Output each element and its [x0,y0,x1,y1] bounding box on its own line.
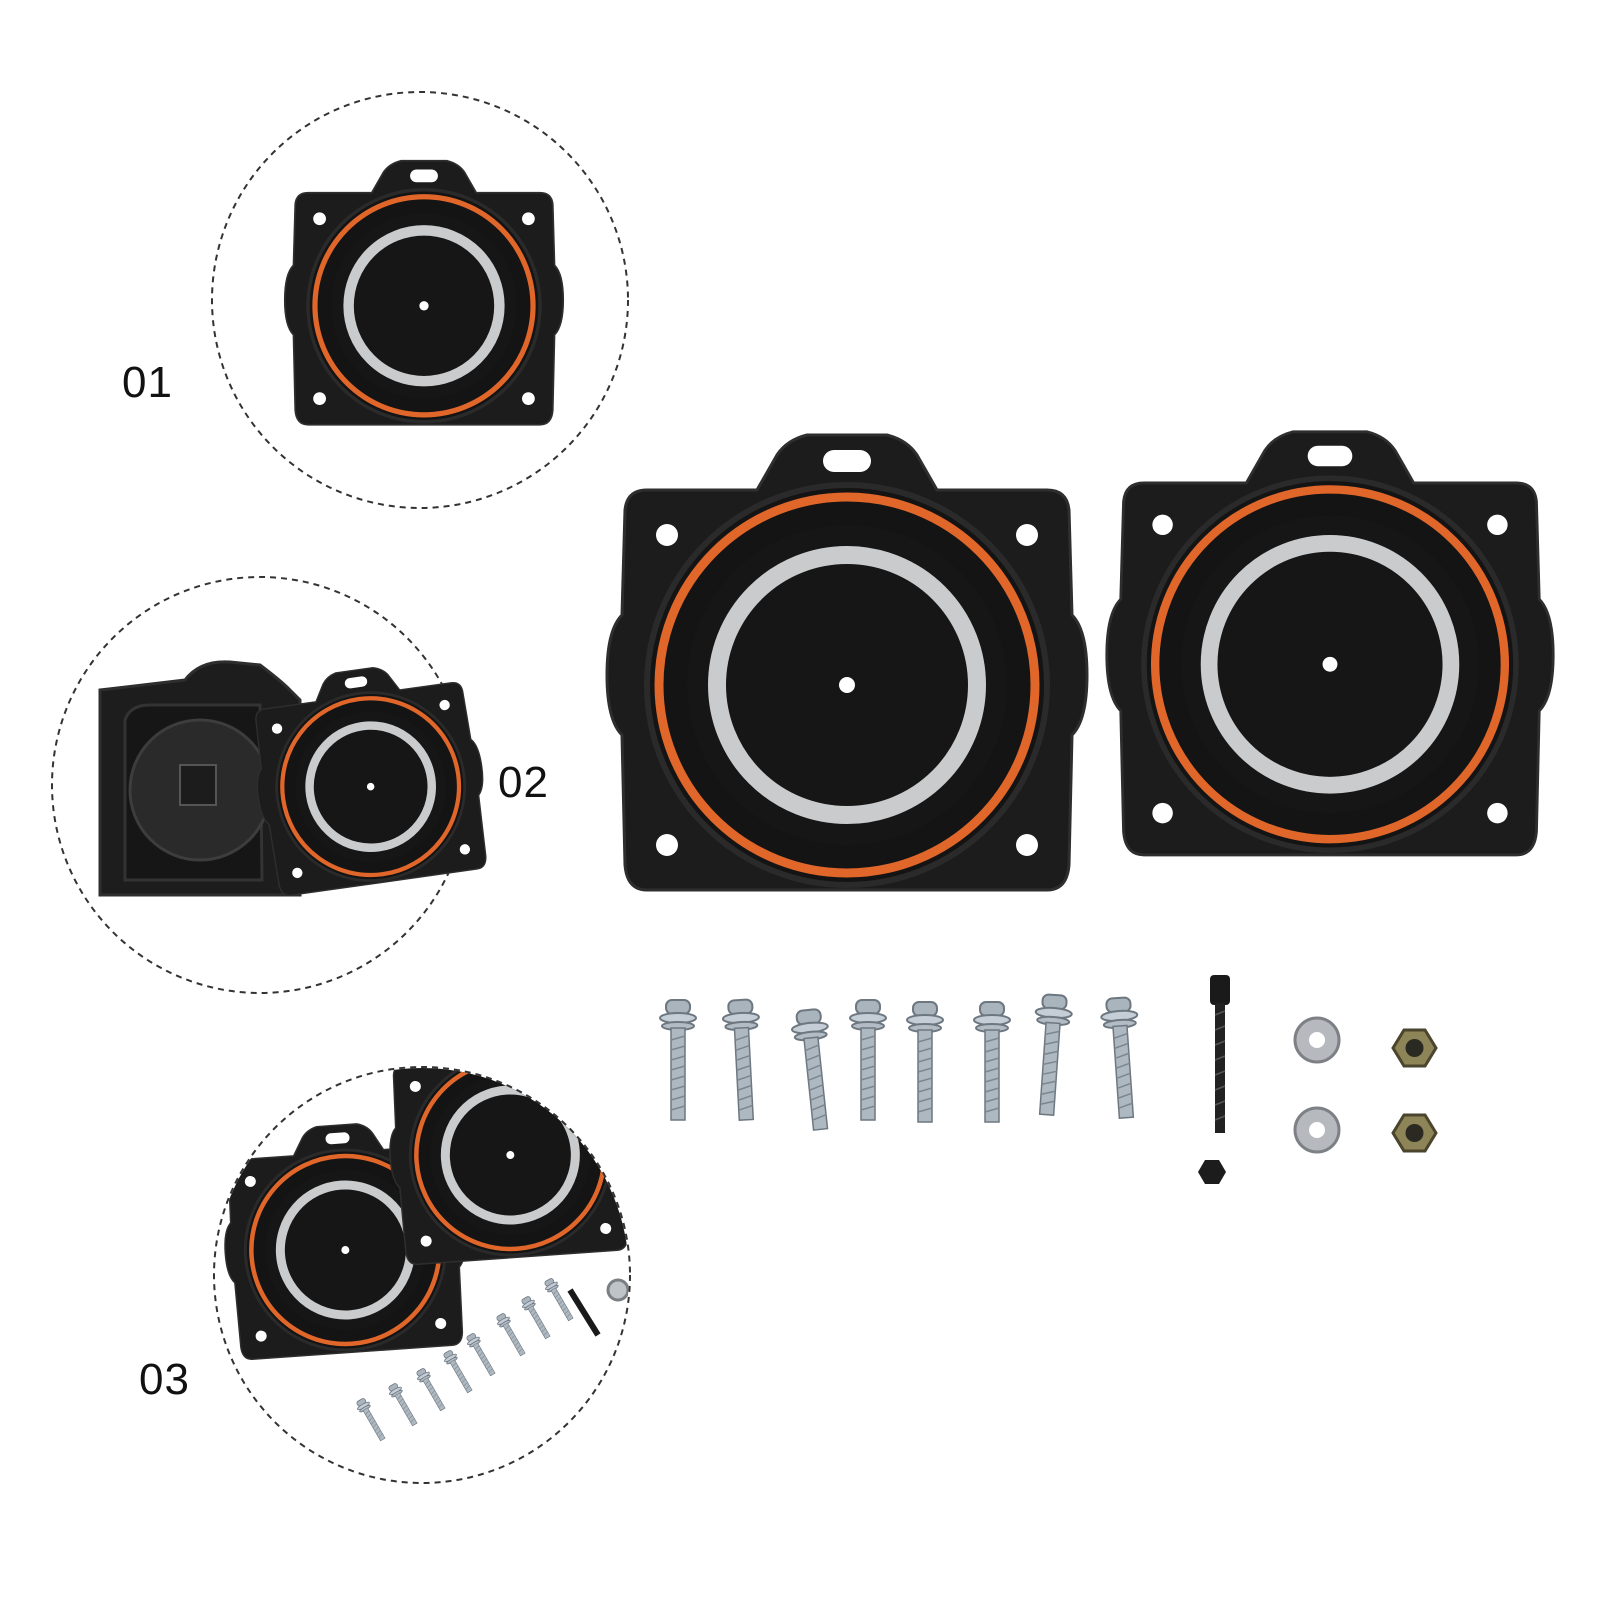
detail-circle-03 [213,1066,631,1484]
screw-8 [1099,995,1146,1120]
screw-6 [973,1001,1011,1123]
diaphragm-right [1107,432,1553,855]
washer-1 [1293,1016,1341,1064]
screw-4 [849,999,887,1121]
washer-2 [1293,1106,1341,1154]
step-label-02: 02 [498,758,549,807]
screw-3 [789,1007,840,1133]
screw-5 [906,1001,944,1123]
screw-2 [721,998,766,1122]
detail-02-assembly [98,655,496,898]
diaphragm-left [607,435,1087,890]
screw-7 [1027,992,1074,1117]
small-nut [1198,1160,1226,1184]
step-label-03: 03 [139,1355,190,1404]
hex-nut-2 [1391,1113,1438,1153]
detail-03-kit [217,1022,629,1444]
screw-1 [659,999,697,1121]
detail-01-diaphragm [285,161,563,425]
detail-circle-01 [211,91,629,509]
long-bolt [1210,975,1230,1133]
hex-nut-1 [1391,1028,1438,1068]
step-label-01: 01 [122,358,173,407]
